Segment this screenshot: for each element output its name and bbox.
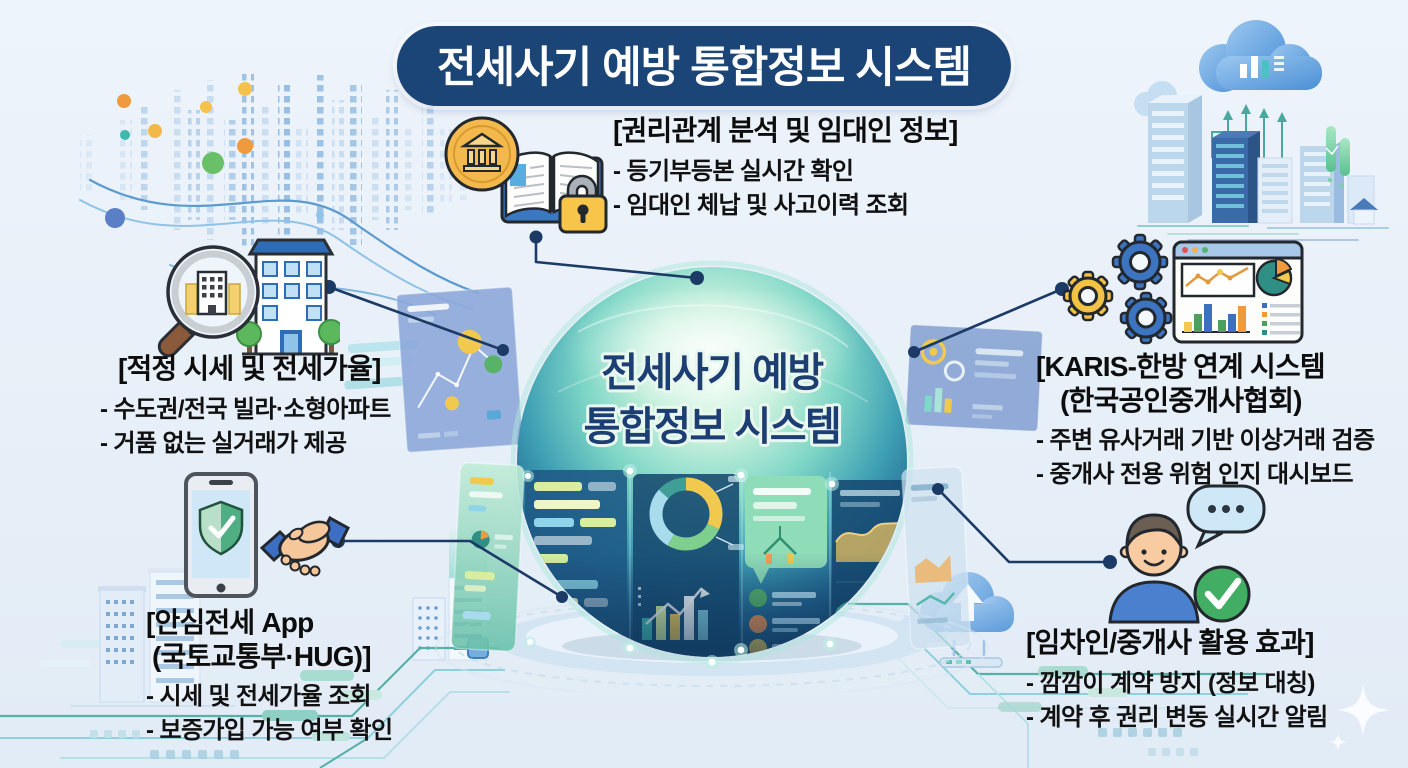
callout-bullets: - 깜깜이 계약 방지 (정보 대칭) - 계약 후 권리 변동 실시간 알림 xyxy=(1026,667,1406,735)
cloud-chart-icon xyxy=(1199,20,1322,92)
callout-bullets: - 주변 유사거래 기반 이상거래 검증 - 중개사 전용 위험 인지 대시보드 xyxy=(1036,424,1406,492)
dot-matrix-decoration xyxy=(79,70,480,315)
callout-bullets: - 수도권/전국 빌라·소형아파트 - 거품 없는 실거래가 제공 xyxy=(100,393,440,461)
sparkle-icon xyxy=(1328,684,1389,752)
bullet-item: - 주변 유사거래 기반 이상거래 검증 xyxy=(1036,427,1375,455)
dashboard-window xyxy=(1172,240,1304,344)
speech-bubble-icon xyxy=(1186,484,1266,550)
bullet-item: - 수도권/전국 빌라·소형아파트 xyxy=(100,395,391,423)
gear-icon-yellow xyxy=(1062,270,1114,322)
callout-heading: [임차인/중개사 활용 효과] xyxy=(1026,627,1314,658)
bullet-item: - 등기부등본 실시간 확인 xyxy=(613,157,854,185)
buildings xyxy=(1148,95,1378,225)
tree-icons xyxy=(236,319,340,354)
far-buildings xyxy=(70,568,235,707)
handshake-icon xyxy=(259,515,350,577)
bullet-item: - 거품 없는 실거래가 제공 xyxy=(100,429,347,457)
globe-title-line1: 전세사기 예방 xyxy=(601,351,824,395)
check-circle-icon xyxy=(1193,565,1251,623)
gear-icon-blue-bottom xyxy=(1119,291,1173,345)
bullet-item: - 보증가입 가능 여부 확인 xyxy=(146,717,393,745)
gears-dashboard-icon xyxy=(1062,233,1304,345)
callout-rights-info: [권리관계 분석 및 임대인 정보] - 등기부등본 실시간 확인 - 임대인 … xyxy=(613,114,1043,223)
callout-safe-jeonse-app: [안심전세 App (국토교통부·HUG)] - 시세 및 전세가율 조회 - … xyxy=(146,606,486,748)
person-chat-check-icon xyxy=(1108,484,1266,624)
callout-effects: [임차인/중개사 활용 효과] - 깜깜이 계약 방지 (정보 대칭) - 계약… xyxy=(1026,626,1406,735)
bullet-item: - 계약 후 권리 변동 실시간 알림 xyxy=(1026,703,1328,731)
bullet-item: - 중개사 전용 위험 인지 대시보드 xyxy=(1036,461,1354,489)
bank-book-lock-icon xyxy=(444,116,608,234)
phone-shield-handshake-icon xyxy=(184,472,350,598)
bullet-item: - 시세 및 전세가율 조회 xyxy=(146,683,372,711)
callout-heading-line1: [안심전세 App xyxy=(146,607,314,638)
wrap-band-right xyxy=(901,466,972,650)
callout-heading-line2: (한국공인중개사협회) xyxy=(1060,384,1303,416)
shield-check-icon xyxy=(198,500,244,556)
person-figure xyxy=(1108,513,1200,624)
padlock-icon xyxy=(558,174,608,234)
globe-illustration: 전세사기 예방 통합정보 시스템 xyxy=(435,260,989,692)
callout-heading-line2: (국토교통부·HUG)] xyxy=(152,640,372,672)
globe-title-line2: 통합정보 시스템 xyxy=(584,405,841,449)
callout-karis: [KARIS-한방 연계 시스템 (한국공인중개사협회) - 주변 유사거래 기… xyxy=(1036,350,1406,492)
magnifier-building-icon xyxy=(157,238,340,358)
callout-market-price: [적정 시세 및 전세가율] - 수도권/전국 빌라·소형아파트 - 거품 없는… xyxy=(100,352,440,461)
isometric-city-decoration xyxy=(1134,20,1389,241)
glow-dots xyxy=(522,464,839,669)
page-title: 전세사기 예방 통합정보 시스템 xyxy=(396,26,1012,106)
callout-heading-line1: [KARIS-한방 연계 시스템 xyxy=(1036,351,1326,382)
callout-bullets: - 시세 및 전세가율 조회 - 보증가입 가능 여부 확인 xyxy=(146,680,486,748)
gear-icon-blue-top xyxy=(1111,233,1169,291)
callout-heading: [권리관계 분석 및 임대인 정보] xyxy=(613,115,958,146)
callout-bullets: - 등기부등본 실시간 확인 - 임대인 체납 및 사고이력 조회 xyxy=(613,155,1043,223)
house-icon xyxy=(1350,198,1378,210)
bank-coin-icon xyxy=(444,116,520,192)
bullet-item: - 깜깜이 계약 방지 (정보 대칭) xyxy=(1026,669,1315,697)
magnifier-icon xyxy=(157,245,260,358)
bullet-item: - 임대인 체납 및 사고이력 조회 xyxy=(613,191,909,219)
green-data-bars xyxy=(1325,126,1350,188)
callout-heading: [적정 시세 및 전세가율] xyxy=(118,353,381,384)
